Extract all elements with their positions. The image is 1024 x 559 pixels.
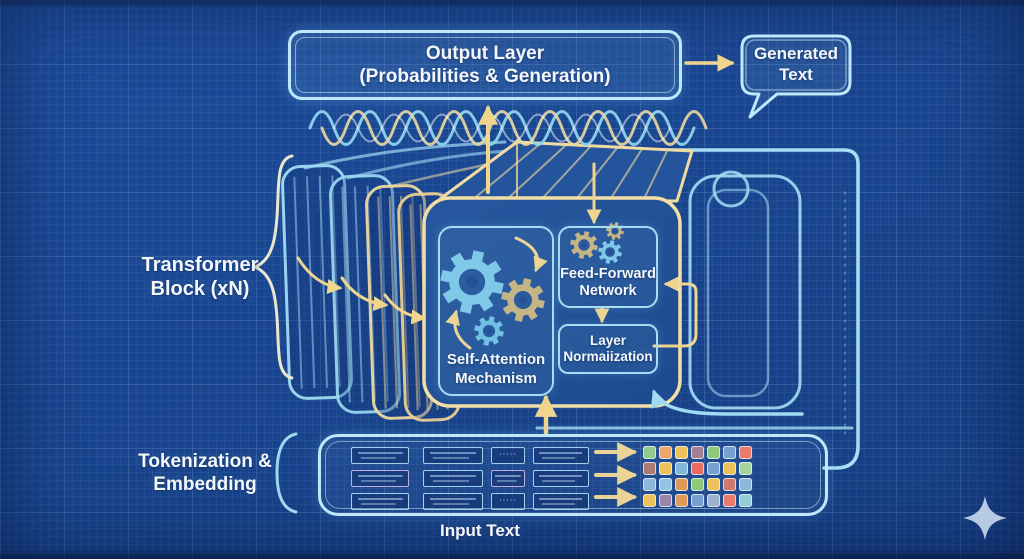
- token-text-cell: [423, 470, 483, 487]
- self-attention-label: Self-Attention Mechanism: [432, 351, 560, 388]
- feed-forward-label: Feed-Forward Network: [554, 266, 662, 301]
- embedding-cell: [723, 446, 736, 459]
- gear-icons: [440, 222, 624, 346]
- embedding-cell: [691, 494, 704, 507]
- layer-norm-line1: Layer: [589, 332, 627, 348]
- gear-icon: [598, 240, 622, 264]
- layer-norm-label: Layer Normaiization: [560, 326, 656, 372]
- output-layer-box: Output Layer (Probabilities & Generation…: [288, 30, 682, 100]
- embedding-cell: [659, 446, 672, 459]
- token-ellipsis-cell: ·····: [491, 493, 525, 510]
- token-text-cell: [491, 470, 525, 487]
- loop-back-arrow: [650, 389, 804, 416]
- tokenization-box: ····· ·····: [318, 434, 828, 516]
- feed-forward-line2: Network: [579, 283, 637, 300]
- embedding-cell: [707, 494, 720, 507]
- token-text-cell: [533, 493, 589, 510]
- stack-slab: [329, 174, 401, 414]
- embedding-cell: [723, 462, 736, 475]
- embedding-cell: [691, 478, 704, 491]
- token-row: ·····: [351, 447, 589, 464]
- output-layer-line1: Output Layer: [425, 42, 545, 64]
- embedding-cell: [707, 462, 720, 475]
- embedding-cell: [739, 494, 752, 507]
- token-text-cell: [533, 470, 589, 487]
- feed-forward-box: Feed-Forward Network: [558, 226, 658, 308]
- embedding-cell: [707, 478, 720, 491]
- layer-norm-box: Layer Normaiization: [558, 324, 658, 374]
- tokenization-label-line1: Tokenization &: [138, 450, 272, 472]
- embedding-cell: [659, 478, 672, 491]
- token-text-cell: [533, 447, 589, 464]
- token-row: ·····: [351, 493, 589, 510]
- square-bracket: [275, 432, 298, 514]
- output-layer-line2: (Probabilities & Generation): [359, 66, 611, 87]
- embedding-cell: [643, 478, 656, 491]
- embedding-cell: [675, 494, 688, 507]
- embedding-cell: [739, 478, 752, 491]
- self-attention-panel: Self-Attention Mechanism: [438, 226, 554, 396]
- residual-loop-lines: [535, 148, 860, 470]
- token-text-cell: [423, 493, 483, 510]
- embedding-cell: [691, 446, 704, 459]
- transformer-block-label-line2: Block (xN): [150, 278, 250, 300]
- token-row: [351, 470, 589, 487]
- sine-wave-icon: [308, 110, 708, 146]
- embedding-cell: [659, 462, 672, 475]
- token-ellipsis-cell: ·····: [491, 447, 525, 464]
- tokenization-label: Tokenization & Embedding: [115, 444, 295, 502]
- tokenization-label-line2: Embedding: [153, 474, 257, 495]
- gear-icon: [570, 231, 598, 259]
- self-attention-line1: Self-Attention: [446, 351, 546, 369]
- layer-norm-line2: Normaiization: [563, 349, 653, 364]
- feed-forward-line1: Feed-Forward: [560, 265, 656, 282]
- embedding-color-grid: [643, 446, 752, 507]
- token-text-cell: [351, 470, 409, 487]
- embedding-cell: [675, 462, 688, 475]
- embedding-cell: [643, 462, 656, 475]
- token-text-cell: [351, 447, 409, 464]
- speech-bubble: [740, 34, 852, 119]
- curly-brace: [251, 154, 294, 380]
- embedding-cell: [675, 446, 688, 459]
- embedding-cell: [675, 478, 688, 491]
- gear-icon: [474, 316, 504, 346]
- token-grid: ····· ·····: [351, 447, 589, 516]
- embedding-cell: [723, 494, 736, 507]
- embedding-cell: [707, 446, 720, 459]
- embedding-cell: [643, 494, 656, 507]
- flow-arrows-yellow: [296, 54, 735, 507]
- embedding-cell: [723, 478, 736, 491]
- embedding-cell: [739, 446, 752, 459]
- embedding-cell: [659, 494, 672, 507]
- gear-icon: [501, 278, 545, 322]
- generated-text-line2: Text: [779, 65, 813, 84]
- token-text-cell: [351, 493, 409, 510]
- input-text-label: Input Text: [400, 518, 560, 544]
- embedding-cell: [739, 462, 752, 475]
- embedding-cell: [643, 446, 656, 459]
- input-text: Input Text: [440, 520, 520, 540]
- embedding-cell: [691, 462, 704, 475]
- generated-text-bubble-label: Generated Text: [742, 38, 850, 92]
- transformer-block-label: Transformer Block (xN): [110, 246, 290, 308]
- generated-text-line1: Generated: [753, 44, 839, 64]
- self-attention-line2: Mechanism: [455, 369, 537, 387]
- gear-icon: [440, 250, 504, 314]
- sparkle-icon: [963, 496, 1007, 540]
- token-text-cell: [423, 447, 483, 464]
- transformer-block-label-line1: Transformer: [141, 253, 259, 276]
